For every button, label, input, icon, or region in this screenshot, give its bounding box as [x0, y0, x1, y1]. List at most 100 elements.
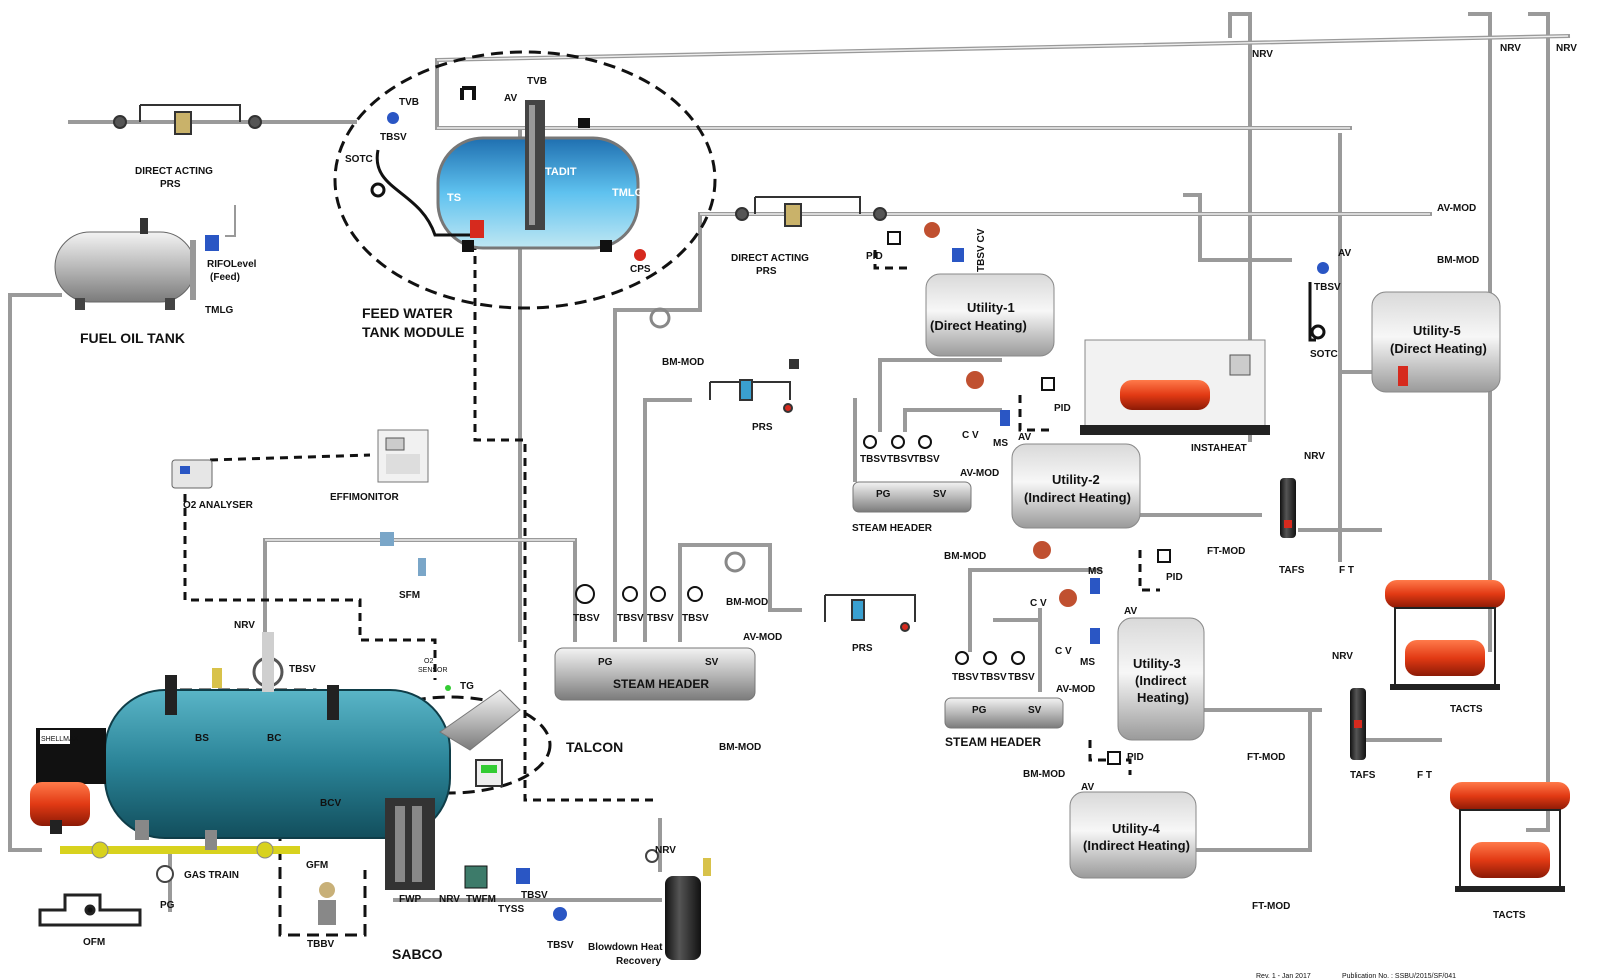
sv-sh3: SV	[1028, 705, 1042, 716]
gas-train-label: GAS TRAIN	[184, 870, 239, 881]
tbsv-main-3: TBSV	[647, 613, 674, 624]
control-valves-u3	[1033, 541, 1171, 765]
ts-label: TS	[447, 192, 461, 204]
bm-mod-sh2: BM-MOD	[944, 551, 986, 562]
shellmax-logo: SHELLMAX	[41, 736, 79, 743]
nrv-fwp: NRV	[439, 894, 460, 905]
nrv-top-3: NRV	[1556, 43, 1577, 54]
o2-sensor-line1: O2	[424, 658, 433, 665]
ft-mod-1: FT-MOD	[1207, 546, 1245, 557]
bm-mod-loop-2	[724, 551, 746, 573]
utility-1-title: Utility-1	[967, 300, 1015, 315]
fwp-label: FWP	[399, 894, 422, 905]
utility-4-sub: (Indirect Heating)	[1083, 838, 1190, 853]
prs-station-4	[824, 594, 916, 632]
tg-gauge	[445, 685, 451, 691]
blowdown-vessel	[645, 849, 711, 960]
av-mod-main: AV-MOD	[743, 632, 782, 643]
prs-1-line1: DIRECT ACTING	[135, 166, 213, 177]
nrv-top-2: NRV	[1500, 43, 1521, 54]
prs-station-3	[709, 359, 799, 413]
tbsv-valve-feed	[370, 112, 470, 237]
utility-5: Utility-5 (Direct Heating)	[1371, 291, 1501, 393]
steam-header-main-label: STEAM HEADER	[613, 677, 709, 691]
utility-3-title: Utility-3	[1133, 656, 1181, 671]
tmlg-label: TMLG	[612, 187, 643, 199]
u5-sotc: SOTC	[1310, 349, 1338, 360]
u5-av: AV	[1338, 248, 1351, 259]
tvb-label-top: TVB	[527, 76, 547, 87]
cv-u3-2: C V	[1055, 646, 1072, 657]
av-u2: AV	[1018, 432, 1031, 443]
feed-water-tank	[436, 86, 646, 261]
tbsv-sh3-3: TBSV	[1008, 672, 1035, 683]
tadit-label: TADIT	[545, 166, 577, 178]
revision-note: Rev. 1 - Jan 2017	[1256, 973, 1311, 980]
blowdown-line2: Recovery	[616, 956, 661, 967]
ms-u2: MS	[993, 438, 1008, 449]
u5-tbsv: TBSV	[1314, 282, 1341, 293]
tafs-2	[1350, 688, 1366, 760]
tbbv-label: TBBV	[307, 939, 335, 950]
tacts-1	[1385, 580, 1505, 690]
o2-analyser-label: O2 ANALYSER	[183, 500, 254, 511]
av-mod-sh2: AV-MOD	[960, 468, 999, 479]
tbsv-sh3-1: TBSV	[952, 672, 979, 683]
rifo-level-line1: RIFOLevel	[207, 259, 257, 270]
cv-u3-1: C V	[1030, 598, 1047, 609]
sv-main: SV	[705, 657, 719, 668]
tafs-1	[1280, 478, 1296, 538]
fuel-oil-tank-title: FUEL OIL TANK	[80, 330, 185, 346]
pid-u3: PID	[1166, 572, 1183, 583]
utility-2-title: Utility-2	[1052, 472, 1100, 487]
steam-header-3	[944, 651, 1064, 729]
sabco-unit	[318, 882, 336, 925]
bm-mod-loop	[649, 307, 671, 329]
bm-mod-label-1: BM-MOD	[662, 357, 704, 368]
piping	[8, 12, 1571, 912]
av-label-top: AV	[504, 93, 517, 104]
nrv-blowdown: NRV	[655, 845, 676, 856]
nrv-boiler: NRV	[234, 620, 255, 631]
instaheat-label: INSTAHEAT	[1191, 443, 1247, 454]
ft-2-label: F T	[1417, 770, 1432, 781]
steam-header-2	[852, 435, 972, 513]
bm-mod-sh3: BM-MOD	[1023, 769, 1065, 780]
pg-sh2: PG	[876, 489, 891, 500]
ofm-station	[38, 893, 142, 927]
fuel-oil-tank	[54, 205, 236, 310]
utility-4-title: Utility-4	[1112, 821, 1160, 836]
prs-2-line2: PRS	[756, 266, 777, 277]
fuel-tank-tmlg: TMLG	[205, 305, 234, 316]
pg-sh3: PG	[972, 705, 987, 716]
bm-mod-main-top: BM-MOD	[726, 597, 768, 608]
tbsv-label-left: TBSV	[380, 132, 407, 143]
steam-header-main	[554, 584, 756, 701]
tbsv-cv-label: TBSV CV	[976, 228, 987, 272]
tbsv-sh2-3: TBSV	[913, 454, 940, 465]
pg-main: PG	[598, 657, 613, 668]
ft-1-label: F T	[1339, 565, 1354, 576]
ofm-label: OFM	[83, 937, 105, 948]
bcv-label: BCV	[320, 798, 341, 809]
prs-1-line2: PRS	[160, 179, 181, 190]
effimonitor	[377, 429, 429, 483]
cv-u2: C V	[962, 430, 979, 441]
effimonitor-label: EFFIMONITOR	[330, 492, 399, 503]
o2-sensor-line2: SENSOR	[418, 667, 448, 674]
prs-label-mid: PRS	[752, 422, 773, 433]
sfm-meter	[380, 532, 426, 576]
tafs-2-label: TAFS	[1350, 770, 1376, 781]
control-valve-utility1	[887, 222, 964, 262]
nrv-tafs1: NRV	[1304, 451, 1325, 462]
utility-2-sub: (Indirect Heating)	[1024, 490, 1131, 505]
tbsv-main-1: TBSV	[573, 613, 600, 624]
twfm-label: TWFM	[466, 894, 496, 905]
utility-1: Utility-1 (Direct Heating)	[925, 273, 1055, 357]
talcon-controller	[475, 759, 503, 787]
sv-sh2: SV	[933, 489, 947, 500]
utility-5-title: Utility-5	[1413, 323, 1461, 338]
gas-train-line	[60, 820, 300, 859]
av-mod-top-right: AV-MOD	[1437, 203, 1476, 214]
tacts-2-label: TACTS	[1493, 910, 1526, 921]
